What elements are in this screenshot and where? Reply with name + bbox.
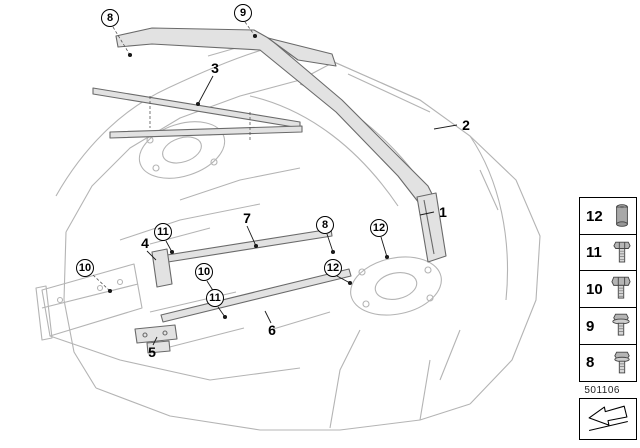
callout-9[interactable]: 9 bbox=[234, 4, 252, 22]
legend-item-9[interactable]: 9 bbox=[579, 307, 637, 346]
legend-item-8[interactable]: 8 bbox=[579, 343, 637, 382]
callout-5[interactable]: 5 bbox=[148, 344, 156, 360]
body-shell-art bbox=[35, 47, 541, 431]
callout-4[interactable]: 4 bbox=[141, 235, 149, 251]
fastener-legend: 12 11 bbox=[579, 197, 637, 382]
brace-parts bbox=[92, 27, 447, 354]
callout-10-left[interactable]: 10 bbox=[76, 259, 94, 277]
sleeve-nut-icon bbox=[613, 202, 631, 230]
legend-item-10[interactable]: 10 bbox=[579, 270, 637, 309]
legend-item-label: 9 bbox=[586, 317, 595, 335]
callout-8-top[interactable]: 8 bbox=[101, 9, 119, 27]
leader-lines bbox=[107, 33, 458, 346]
callout-3[interactable]: 3 bbox=[211, 60, 219, 76]
callout-2[interactable]: 2 bbox=[462, 117, 470, 133]
direction-arrow-icon bbox=[583, 399, 633, 440]
callout-11-center[interactable]: 11 bbox=[206, 289, 224, 307]
hex-bolt-icon bbox=[611, 275, 631, 303]
legend-item-label: 12 bbox=[586, 207, 603, 225]
legend-item-label: 10 bbox=[586, 280, 603, 298]
legend-item-label: 8 bbox=[586, 354, 595, 372]
callout-11-left[interactable]: 11 bbox=[154, 223, 172, 241]
construction-lines bbox=[92, 21, 256, 292]
callout-1[interactable]: 1 bbox=[439, 204, 447, 220]
diagram-id: 501106 bbox=[584, 385, 620, 396]
flange-bolt-icon bbox=[611, 312, 631, 340]
callout-12-lower[interactable]: 12 bbox=[324, 259, 342, 277]
hex-bolt-icon bbox=[613, 239, 631, 267]
callout-8-middle[interactable]: 8 bbox=[316, 216, 334, 234]
flange-bolt-icon bbox=[613, 349, 631, 377]
callout-7[interactable]: 7 bbox=[243, 210, 251, 226]
legend-item-label: 11 bbox=[586, 244, 602, 262]
legend-item-12[interactable]: 12 bbox=[579, 197, 637, 235]
callout-12-upper[interactable]: 12 bbox=[370, 219, 388, 237]
direction-box bbox=[579, 398, 637, 440]
callout-6[interactable]: 6 bbox=[268, 322, 276, 338]
callout-10-center[interactable]: 10 bbox=[195, 263, 213, 281]
legend-item-11[interactable]: 11 bbox=[579, 233, 637, 272]
